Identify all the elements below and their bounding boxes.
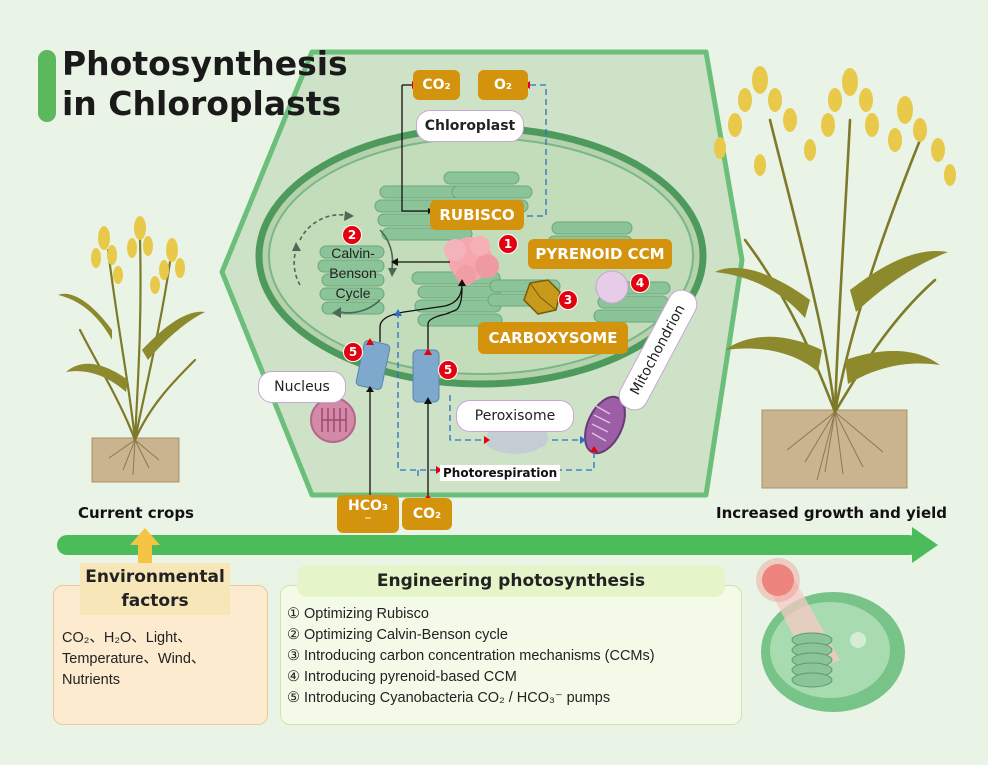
improved-crop-plant [714, 66, 956, 489]
nucleus-label: Nucleus [258, 371, 346, 403]
page-title: Photosynthesis in Chloroplasts [62, 44, 348, 124]
rubisco-enzyme [444, 236, 499, 285]
current-crops-label: Current crops [78, 504, 194, 522]
transporter-left [355, 340, 391, 390]
engineering-item: ④ Introducing pyrenoid-based CCM [287, 669, 517, 685]
env-text-line-2: Temperature、Wind、 [62, 651, 206, 667]
calvin-label-line-3: Cycle [335, 285, 371, 301]
calvin-cycle-arrows [293, 213, 394, 314]
hco3-text: HCO₃ [347, 498, 389, 514]
arrow-co2-to-rubisco [401, 85, 428, 212]
env-title-line-1: Environmental [85, 567, 225, 587]
transporter-right [412, 349, 440, 403]
title-accent-bar [38, 50, 56, 122]
increased-growth-label: Increased growth and yield [716, 504, 948, 522]
engineering-title: Engineering photosynthesis [297, 565, 725, 597]
co2-box-bottom: CO₂ [402, 498, 452, 530]
environmental-factors-text: CO₂、H₂O、Light、 Temperature、Wind、 Nutrien… [62, 628, 205, 691]
growth-arrow-head [912, 527, 938, 563]
env-title-line-2: factors [121, 591, 189, 611]
arrow-left-transporter [379, 283, 463, 342]
nucleus-shape [310, 397, 356, 443]
badge-2: 2 [342, 225, 362, 245]
photorespiration-label: Photorespiration [440, 465, 561, 481]
o2-box-top: O₂ [478, 70, 528, 100]
badge-5-right: 5 [438, 360, 458, 380]
environment-up-arrow [130, 528, 160, 575]
engineering-list: ① Optimizing Rubisco ② Optimizing Calvin… [287, 604, 655, 709]
environmental-factors-title: Environmental factors [80, 563, 230, 615]
calvin-label-line-1: Calvin- [331, 245, 375, 261]
badge-5-left: 5 [343, 342, 363, 362]
env-text-line-1: CO₂、H₂O、Light、 [62, 630, 192, 646]
pyrenoid-ccm-box: PYRENOID CCM [528, 239, 672, 269]
engineering-item: ⑤ Introducing Cyanobacteria CO₂ / HCO₃⁻ … [287, 690, 611, 706]
engineering-item: ② Optimizing Calvin-Benson cycle [287, 627, 508, 643]
pyrenoid-shape [595, 270, 629, 304]
chloroplast-label: Chloroplast [416, 110, 524, 142]
co2-box-top: CO₂ [413, 70, 460, 100]
carboxysome-box: CARBOXYSOME [478, 322, 628, 354]
peroxisome-label: Peroxisome [456, 400, 574, 432]
badge-3: 3 [558, 290, 578, 310]
engineering-item: ① Optimizing Rubisco [287, 606, 429, 622]
title-line-2: in Chloroplasts [62, 84, 342, 123]
current-crop-plant [58, 216, 205, 483]
calvin-benson-cycle-label: Calvin- Benson Cycle [318, 243, 388, 303]
hco3-box: HCO₃ ⁻ [337, 495, 399, 533]
engineering-item: ③ Introducing carbon concentration mecha… [287, 648, 655, 664]
title-line-1: Photosynthesis [62, 44, 348, 83]
badge-1: 1 [498, 234, 518, 254]
arrow-right-transporter [427, 287, 463, 350]
env-text-line-3: Nutrients [62, 672, 121, 688]
hco3-charge: ⁻ [364, 513, 372, 529]
chloroplast-illustration [756, 558, 905, 712]
calvin-label-line-2: Benson [329, 265, 377, 281]
carboxysome-shape [523, 279, 561, 315]
arrow-rubisco-to-o2 [524, 84, 547, 217]
engineering-panel [280, 585, 742, 725]
rubisco-box: RUBISCO [430, 200, 524, 230]
badge-4: 4 [630, 273, 650, 293]
growth-arrow-body [57, 535, 919, 555]
